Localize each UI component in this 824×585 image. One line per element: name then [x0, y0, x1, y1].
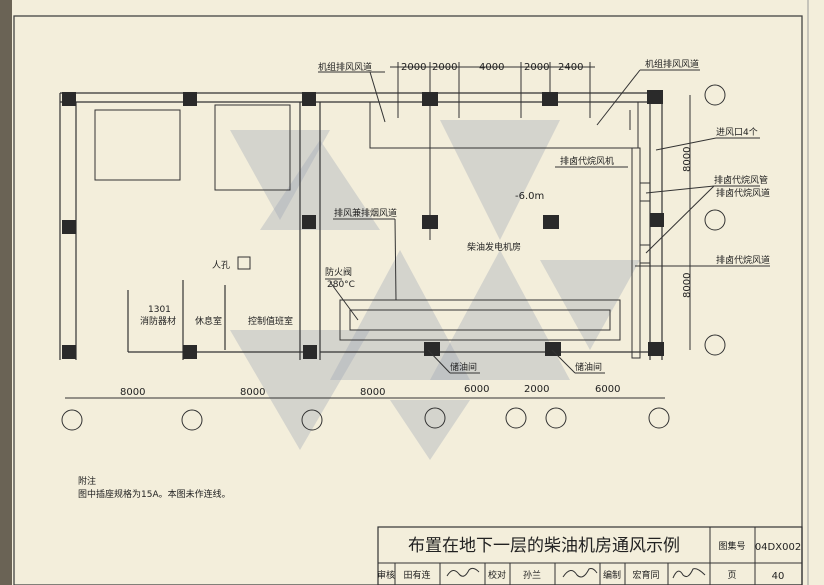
- label-oil-storage-2: 储油间: [575, 361, 602, 373]
- dimension-lines: [61, 62, 726, 431]
- dim-bottom-1: 8000: [120, 387, 145, 398]
- drawing-title: 布置在地下一层的柴油机房通风示例: [408, 536, 680, 556]
- review-label: 审核: [377, 569, 395, 581]
- label-fire-damper-temp: 280°C: [327, 280, 355, 290]
- watermark-logo: [230, 120, 640, 460]
- label-elevation: -6.0m: [515, 191, 544, 202]
- title-block: [377, 526, 803, 585]
- checker-signature: [562, 568, 598, 578]
- notes-heading: 附注: [78, 475, 96, 487]
- label-halon-exhaust-fan: 排卤代烷风机: [560, 155, 614, 167]
- dim-top-5: 2400: [558, 62, 583, 73]
- label-manhole: 人孔: [212, 260, 230, 271]
- dim-right-1: 8000: [682, 147, 693, 172]
- atlas-label: 图集号: [718, 540, 745, 552]
- dim-right-2: 8000: [682, 273, 693, 298]
- label-air-inlet: 进风口4个: [716, 127, 758, 138]
- page-label: 页: [727, 570, 736, 581]
- label-exhaust-smoke-duct: 排风兼排烟风道: [334, 207, 397, 219]
- manhole-icon: [237, 256, 251, 270]
- label-unit-exhaust-duct-left: 机组排风风道: [318, 61, 372, 73]
- checker-name: 孙兰: [523, 569, 541, 581]
- label-halon-exhaust-duct-1: 排卤代烷风道: [716, 187, 770, 199]
- check-label: 校对: [488, 569, 506, 581]
- compiler-name: 宏育同: [632, 569, 659, 581]
- label-fire-damper: 防火阀: [325, 266, 352, 278]
- compiler-signature: [672, 568, 706, 579]
- dim-bottom-4: 6000: [464, 384, 489, 395]
- label-control-room: 控制值班室: [248, 315, 293, 327]
- structural-columns: [62, 90, 664, 359]
- reviewer-signature: [446, 567, 480, 577]
- dim-top-3: 4000: [479, 62, 504, 73]
- dim-top-1: 2000: [401, 62, 426, 73]
- leader-lines: [318, 69, 770, 374]
- label-generator-room: 柴油发电机房: [467, 241, 521, 253]
- dim-bottom-3: 8000: [360, 387, 385, 398]
- label-oil-storage-1: 储油间: [450, 361, 477, 373]
- atlas-number: 04DX002: [755, 542, 801, 553]
- dim-bottom-5: 2000: [524, 384, 549, 395]
- label-rest-room: 休息室: [195, 315, 222, 327]
- label-halon-exhaust-duct-2: 排卤代烷风道: [716, 254, 770, 266]
- dim-top-4: 2000: [524, 62, 549, 73]
- notes-text: 图中插座规格为15A。本图未作连线。: [78, 488, 231, 500]
- compile-label: 编制: [603, 569, 621, 581]
- label-fire-equipment-code: 1301: [148, 305, 171, 315]
- label-halon-exhaust-pipe: 排卤代烷风管: [714, 174, 768, 186]
- label-unit-exhaust-duct-right: 机组排风风道: [645, 58, 699, 70]
- dim-bottom-2: 8000: [240, 387, 265, 398]
- page-number: 40: [772, 571, 785, 582]
- dim-bottom-6: 6000: [595, 384, 620, 395]
- dim-top-2: 2000: [432, 62, 457, 73]
- reviewer-name: 田有连: [403, 569, 430, 581]
- label-fire-equipment: 消防器材: [140, 315, 176, 327]
- frame-border: [13, 15, 803, 585]
